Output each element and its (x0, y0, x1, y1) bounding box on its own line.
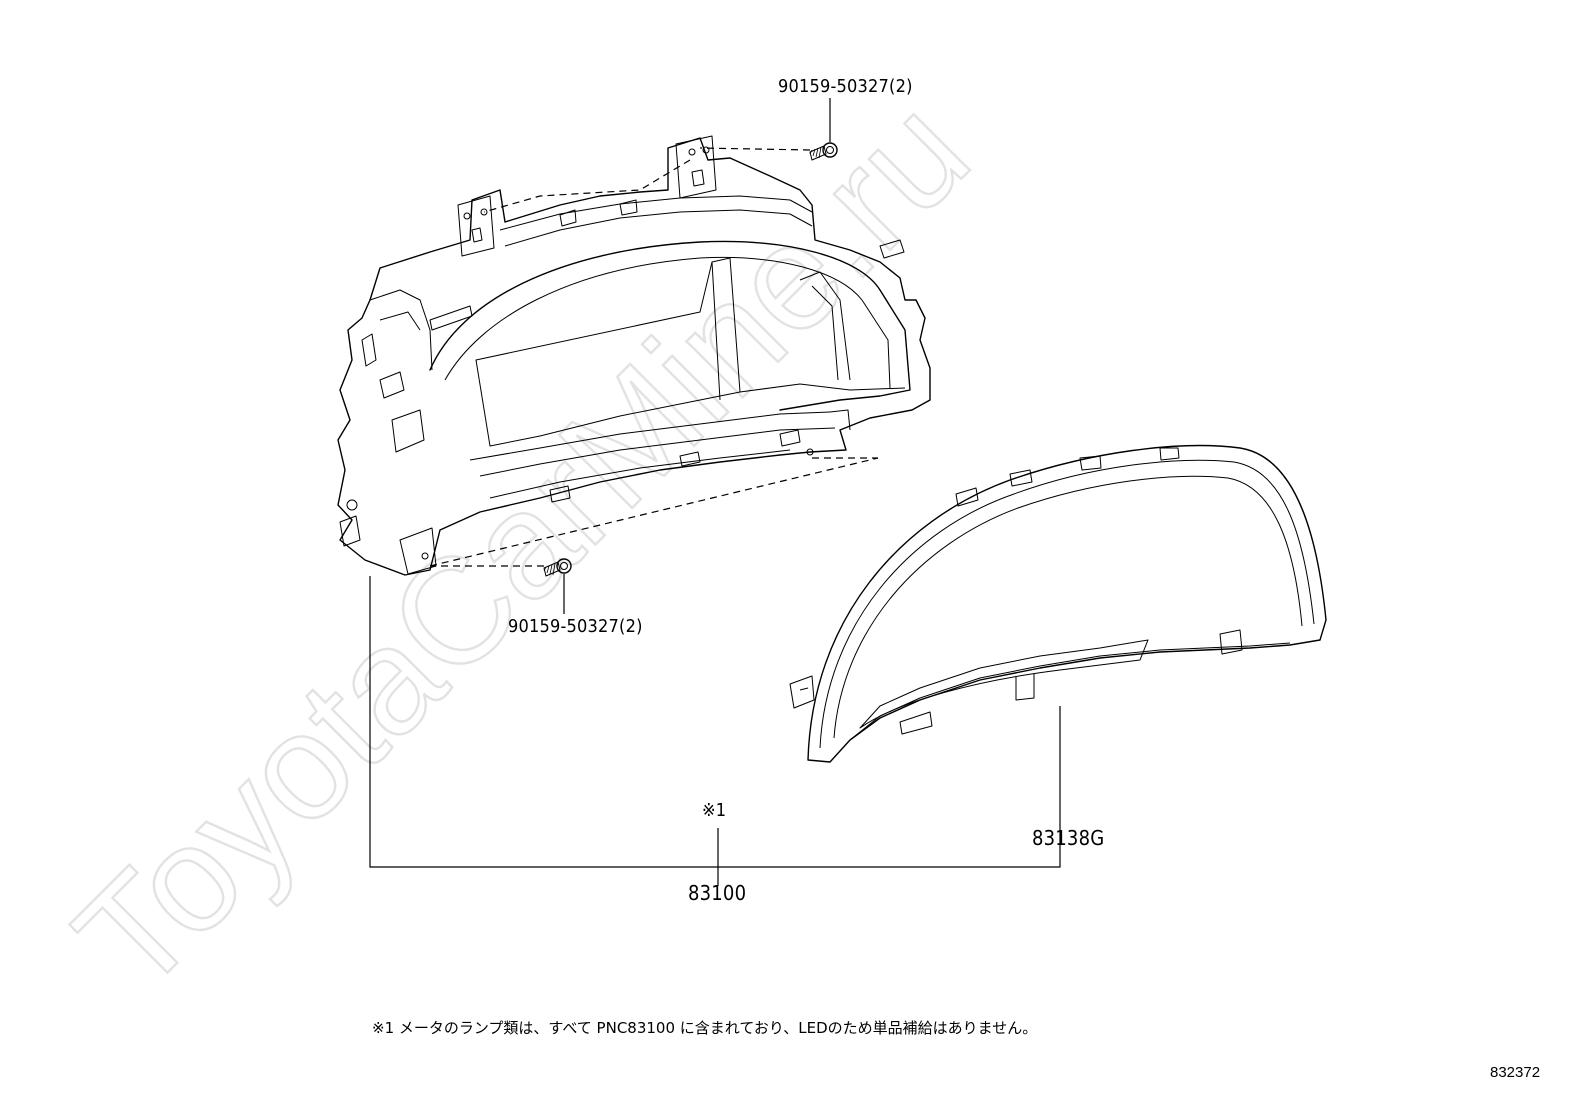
watermark: ToyotaCarMine.ru (43, 66, 1001, 1024)
cluster-housing (337, 135, 931, 576)
label-bolt-top: 90159-50327(2) (778, 76, 913, 97)
bolt-bottom (543, 558, 572, 577)
assembly-dash-lines (429, 147, 879, 567)
label-assembly-ref-mark: ※1 (702, 800, 726, 821)
label-lens-cover: 83138G (1032, 826, 1104, 850)
diagram-id: 832372 (1490, 1064, 1540, 1081)
label-bolt-bottom: 90159-50327(2) (508, 616, 643, 637)
bolt-top (809, 142, 838, 161)
cluster-lens-cover (789, 444, 1327, 763)
label-assembly: 83100 (688, 881, 746, 905)
leader-lines (369, 98, 1061, 886)
watermark-text: ToyotaCarMine.ru (44, 67, 1000, 1023)
footnote: ※1 メータのランプ類は、すべて PNC83100 に含まれており、LEDのため… (372, 1019, 1037, 1037)
